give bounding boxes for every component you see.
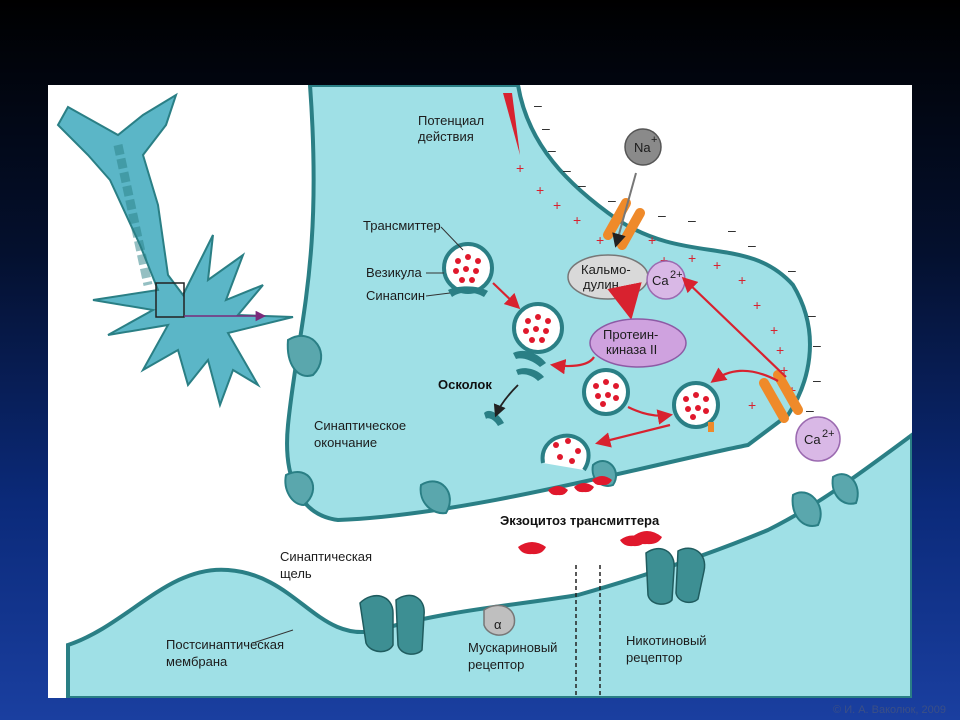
svg-text:+: + xyxy=(688,250,696,266)
synaptic-cleft-line2: щель xyxy=(280,566,312,581)
svg-text:–: – xyxy=(788,262,796,278)
svg-text:–: – xyxy=(806,402,814,418)
vesicle-label: Везикула xyxy=(366,265,422,280)
fragment-label: Осколок xyxy=(438,377,492,392)
postsynaptic-membrane-line2: мембрана xyxy=(166,654,228,669)
calcium-ion-inside: Ca 2+ xyxy=(646,260,686,300)
svg-text:+: + xyxy=(553,197,561,213)
nicotinic-receptor xyxy=(645,547,706,605)
vesicle-released xyxy=(512,302,564,367)
muscarinic-line2: рецептор xyxy=(468,657,524,672)
synaptic-cleft-line1: Синаптическая xyxy=(280,549,372,564)
copyright-text: © И. А. Ваколюк, 2009 xyxy=(833,704,946,716)
ca-charge-label-outside: 2+ xyxy=(822,428,835,440)
svg-text:+: + xyxy=(713,257,721,273)
membrane-negative-charges: ––– ––– ––– ––– ––– xyxy=(534,97,821,418)
action-potential-line2: действия xyxy=(418,129,474,144)
exocytosis-label: Экзоцитоз трансмиттера xyxy=(500,513,660,528)
svg-text:+: + xyxy=(738,272,746,288)
postsynaptic-membrane-line1: Постсинаптическая xyxy=(166,637,284,652)
svg-text:–: – xyxy=(608,192,616,208)
ca-ion-label-outside: Ca xyxy=(804,432,821,447)
calmodulin: Кальмо- дулин xyxy=(567,254,649,300)
svg-text:+: + xyxy=(573,212,581,228)
vesicle-synapsin-bound xyxy=(442,242,494,297)
vesicle-fusing xyxy=(540,433,591,472)
svg-text:–: – xyxy=(688,212,696,228)
svg-text:+: + xyxy=(776,342,784,358)
sodium-channel xyxy=(603,172,645,250)
svg-text:–: – xyxy=(813,337,821,353)
kinase-line2: киназа II xyxy=(606,342,657,357)
na-charge-label: + xyxy=(651,134,657,146)
nicotinic-line1: Никотиновый xyxy=(626,633,707,648)
svg-text:–: – xyxy=(578,177,586,193)
svg-text:+: + xyxy=(660,252,668,268)
svg-text:–: – xyxy=(548,142,556,158)
neuron-inset xyxy=(56,92,294,409)
zoom-box xyxy=(155,282,185,318)
calmodulin-line1: Кальмо- xyxy=(581,262,631,277)
synapsin-fragment-2 xyxy=(484,410,504,426)
nicotinic-line2: рецептор xyxy=(626,650,682,665)
svg-text:+: + xyxy=(536,182,544,198)
vesicle-docking xyxy=(672,381,720,432)
action-potential-line1: Потенциал xyxy=(418,113,484,128)
synapsin-fragment xyxy=(516,368,544,381)
synapsin-leader xyxy=(425,292,451,297)
receptor-left xyxy=(359,594,425,655)
svg-text:+: + xyxy=(648,232,656,248)
muscarinic-receptor: α xyxy=(483,604,516,636)
action-potential-arrow xyxy=(503,93,520,155)
bound-transmitter xyxy=(632,531,662,545)
svg-text:+: + xyxy=(780,362,788,378)
svg-text:–: – xyxy=(542,120,550,136)
kinase-line1: Протеин- xyxy=(603,327,658,342)
svg-text:–: – xyxy=(563,162,571,178)
pathway-arrows xyxy=(492,276,787,448)
synaptic-terminal-line2: окончание xyxy=(314,435,377,450)
vesicle-free xyxy=(582,368,630,416)
svg-text:+: + xyxy=(596,232,604,248)
released-transmitter xyxy=(518,476,646,555)
protein-kinase: Протеин- киназа II xyxy=(589,318,687,368)
svg-text:+: + xyxy=(516,160,524,176)
svg-text:–: – xyxy=(748,237,756,253)
calcium-ion-outside: Ca 2+ xyxy=(795,416,841,462)
synapse-figure: +++ +++ +++ +++ +++ + ––– ––– ––– ––– ––… xyxy=(48,85,912,698)
svg-text:–: – xyxy=(808,307,816,323)
transmitter-label: Трансмиттер xyxy=(363,218,441,233)
svg-text:+: + xyxy=(770,322,778,338)
synaptic-terminal-line1: Синаптическое xyxy=(314,418,406,433)
sodium-ion: Na + xyxy=(624,128,662,166)
svg-text:+: + xyxy=(748,397,756,413)
svg-text:–: – xyxy=(813,372,821,388)
fragment-arrow xyxy=(493,384,519,418)
na-ion-label: Na xyxy=(634,140,651,155)
muscarinic-line1: Мускариновый xyxy=(468,640,557,655)
ca-ion-label-inside: Ca xyxy=(652,273,669,288)
synapsin-label: Синапсин xyxy=(366,288,425,303)
alpha-label: α xyxy=(494,617,502,632)
calcium-channel xyxy=(759,370,803,423)
svg-text:–: – xyxy=(658,207,666,223)
svg-text:+: + xyxy=(753,297,761,313)
svg-text:–: – xyxy=(534,97,542,113)
ca-charge-label-inside: 2+ xyxy=(670,269,683,281)
calmodulin-line2: дулин xyxy=(583,277,619,292)
transmitter-leader xyxy=(440,226,464,251)
calmodulin-to-kinase-arrow xyxy=(607,282,642,320)
postsynaptic-leader xyxy=(252,629,294,644)
svg-text:–: – xyxy=(728,222,736,238)
